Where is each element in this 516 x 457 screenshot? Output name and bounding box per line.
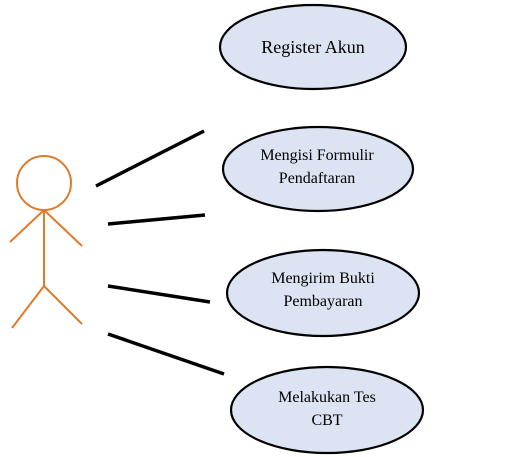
actor-leg-left [11,285,45,329]
association-line-tes [107,332,225,376]
use-case-register-akun [218,3,408,91]
use-case-mengirim-bukti [225,248,421,338]
actor-arm-right [43,209,83,247]
association-line-register-area [107,213,206,226]
actor-head [16,155,72,211]
actor-leg-right [43,285,83,325]
actor-arm-left [9,209,45,243]
association-line-formulir [95,129,205,188]
use-case-melakukan-tes [229,365,425,455]
use-case-mengisi-formulir [221,125,415,213]
actor-figure [9,155,83,329]
association-line-bukti [107,284,211,304]
